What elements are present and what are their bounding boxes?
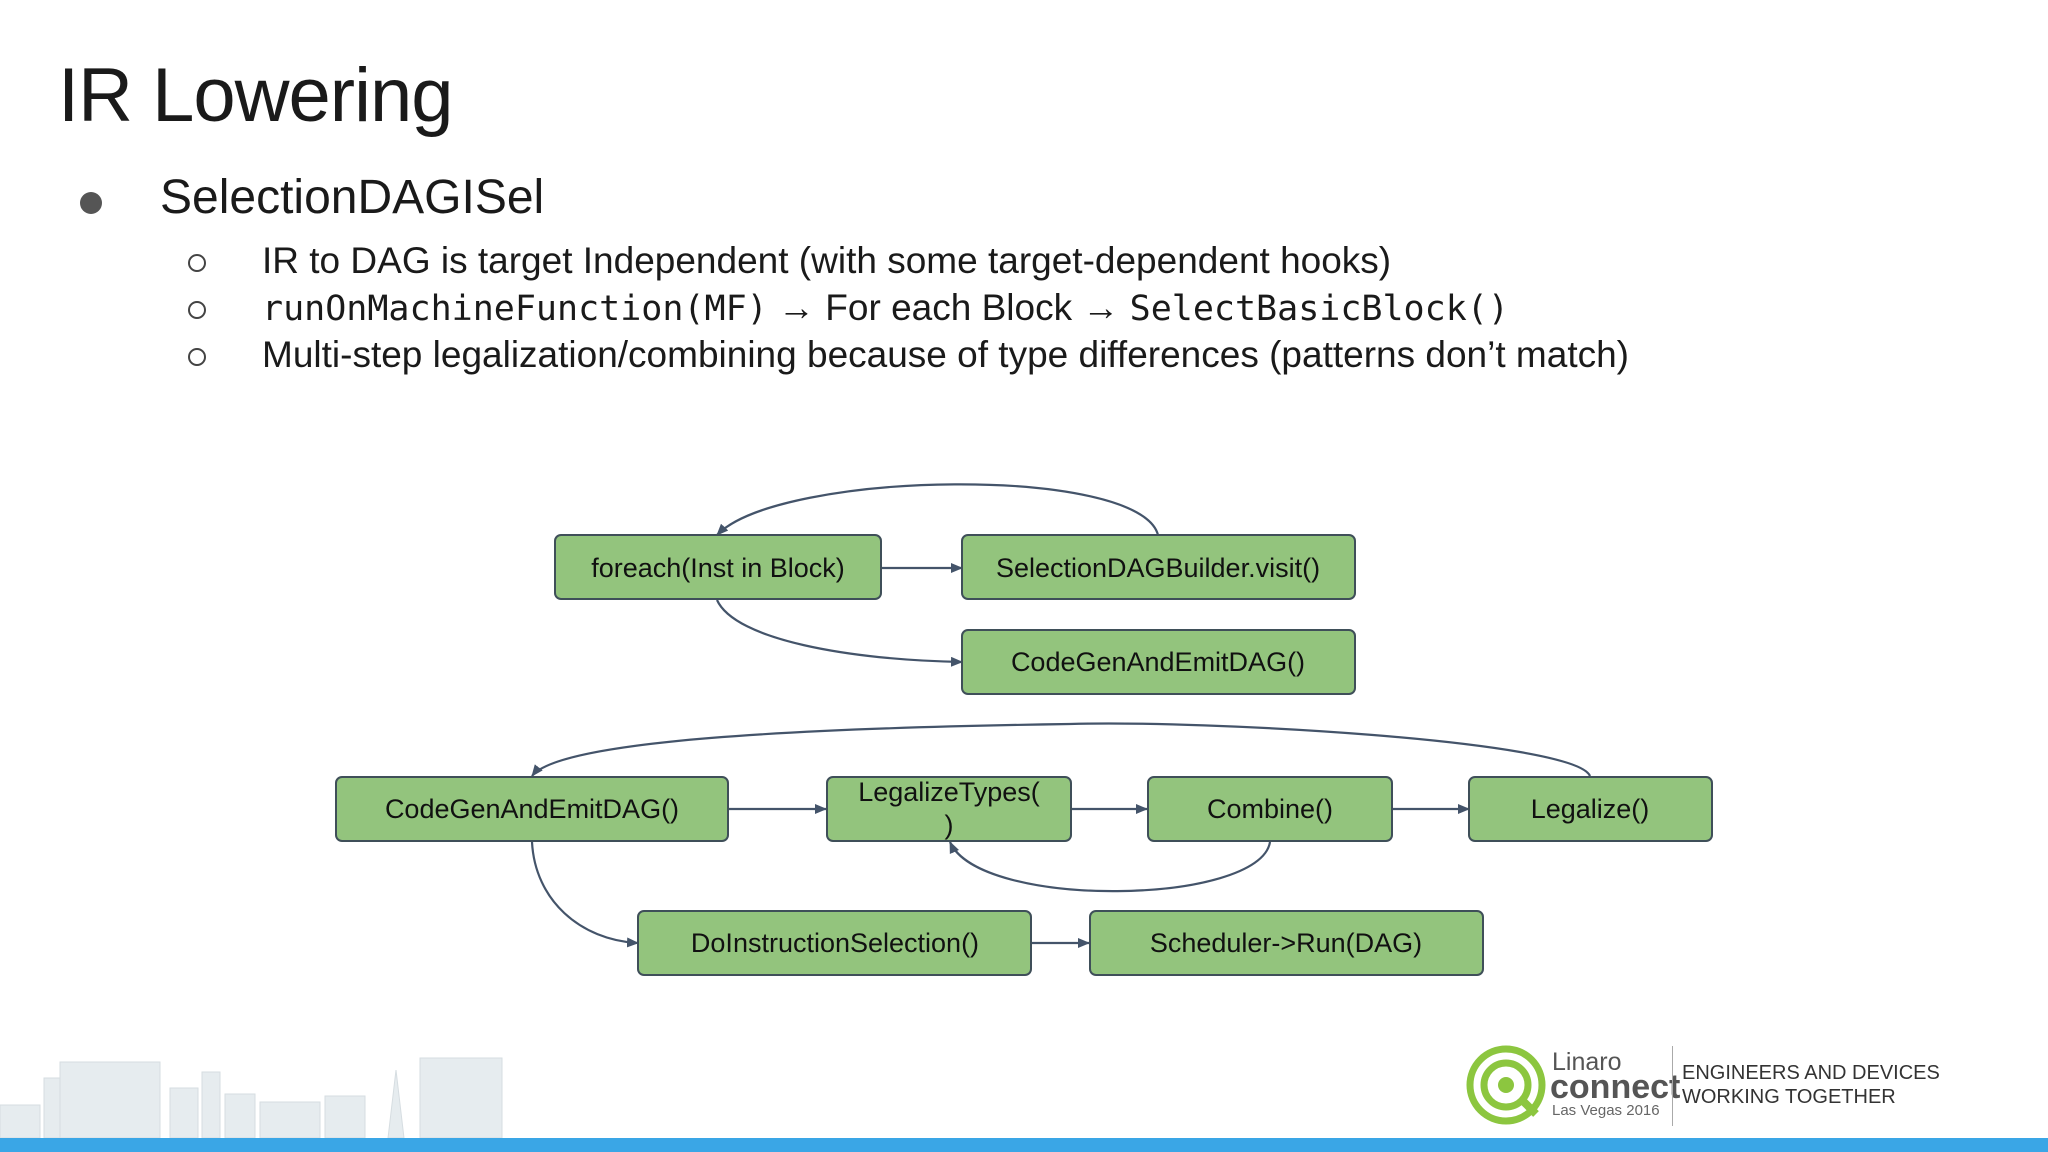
edge-combine-to-legalize-types xyxy=(948,841,1272,893)
node-legalize-label: Legalize() xyxy=(1531,794,1650,824)
edge-codegen-to-isel xyxy=(530,841,639,948)
node-scheduler-label: Scheduler->Run(DAG) xyxy=(1150,928,1422,958)
slide-title: IR Lowering xyxy=(58,53,454,138)
linaro-logo-icon xyxy=(1466,1045,1546,1125)
node-isel-label: DoInstructionSelection() xyxy=(691,928,979,958)
edge-visit-to-foreach xyxy=(716,483,1160,536)
node-combine-label: Combine() xyxy=(1207,794,1333,824)
brand-linaro: Linaro xyxy=(1552,1048,1622,1076)
node-scheduler-run: Scheduler->Run(DAG) xyxy=(1089,910,1484,976)
code-run-on-machine-function: runOnMachineFunction(MF) xyxy=(262,289,768,329)
node-legalize: Legalize() xyxy=(1468,776,1713,842)
node-selectiondagbuilder-visit: SelectionDAGBuilder.visit() xyxy=(961,534,1356,600)
node-legalize-types-label-line2: ) xyxy=(945,810,954,840)
edge-legalize-to-codegen xyxy=(531,722,1592,777)
edge-foreach-to-codegen xyxy=(715,599,963,667)
node-codegen-main: CodeGenAndEmitDAG() xyxy=(335,776,729,842)
sub-bullet-1-text: IR to DAG is target Independent (with so… xyxy=(262,240,1392,281)
node-combine: Combine() xyxy=(1147,776,1393,842)
sub-bullet-2-middle: → For each Block → xyxy=(767,287,1130,328)
node-legalize-types-label-line1: LegalizeTypes( xyxy=(858,777,1040,807)
bullet-text: SelectionDAGISel xyxy=(160,171,545,224)
bullet-dot-icon xyxy=(80,192,102,214)
footer-bar xyxy=(0,1138,2048,1152)
node-foreach-label: foreach(Inst in Block) xyxy=(591,553,845,583)
node-codegen-top-label: CodeGenAndEmitDAG() xyxy=(1011,647,1305,677)
code-select-basic-block: SelectBasicBlock() xyxy=(1129,289,1509,329)
sub-bullet-circle-icon xyxy=(188,254,206,272)
node-visit-label: SelectionDAGBuilder.visit() xyxy=(996,553,1320,583)
sub-bullet-3-text: Multi-step legalization/combining becaus… xyxy=(262,334,1629,375)
node-foreach-inst: foreach(Inst in Block) xyxy=(554,534,882,600)
tagline-line-1: ENGINEERS AND DEVICES xyxy=(1682,1062,1940,1084)
footer-divider xyxy=(1672,1046,1673,1126)
brand-event: Las Vegas 2016 xyxy=(1552,1102,1660,1119)
node-legalize-types: LegalizeTypes( ) xyxy=(826,776,1072,842)
sub-bullet-2-text: runOnMachineFunction(MF) → For each Bloc… xyxy=(262,287,1509,329)
las-vegas-skyline-decoration xyxy=(0,1057,503,1138)
node-codegen-top: CodeGenAndEmitDAG() xyxy=(961,629,1356,695)
node-codegen-main-label: CodeGenAndEmitDAG() xyxy=(385,794,679,824)
sub-bullet-circle-icon xyxy=(188,348,206,366)
sub-bullet-circle-icon xyxy=(188,301,206,319)
tagline-line-2: WORKING TOGETHER xyxy=(1682,1086,1896,1108)
node-do-instruction-selection: DoInstructionSelection() xyxy=(637,910,1032,976)
brand-connect: connect xyxy=(1550,1068,1681,1106)
